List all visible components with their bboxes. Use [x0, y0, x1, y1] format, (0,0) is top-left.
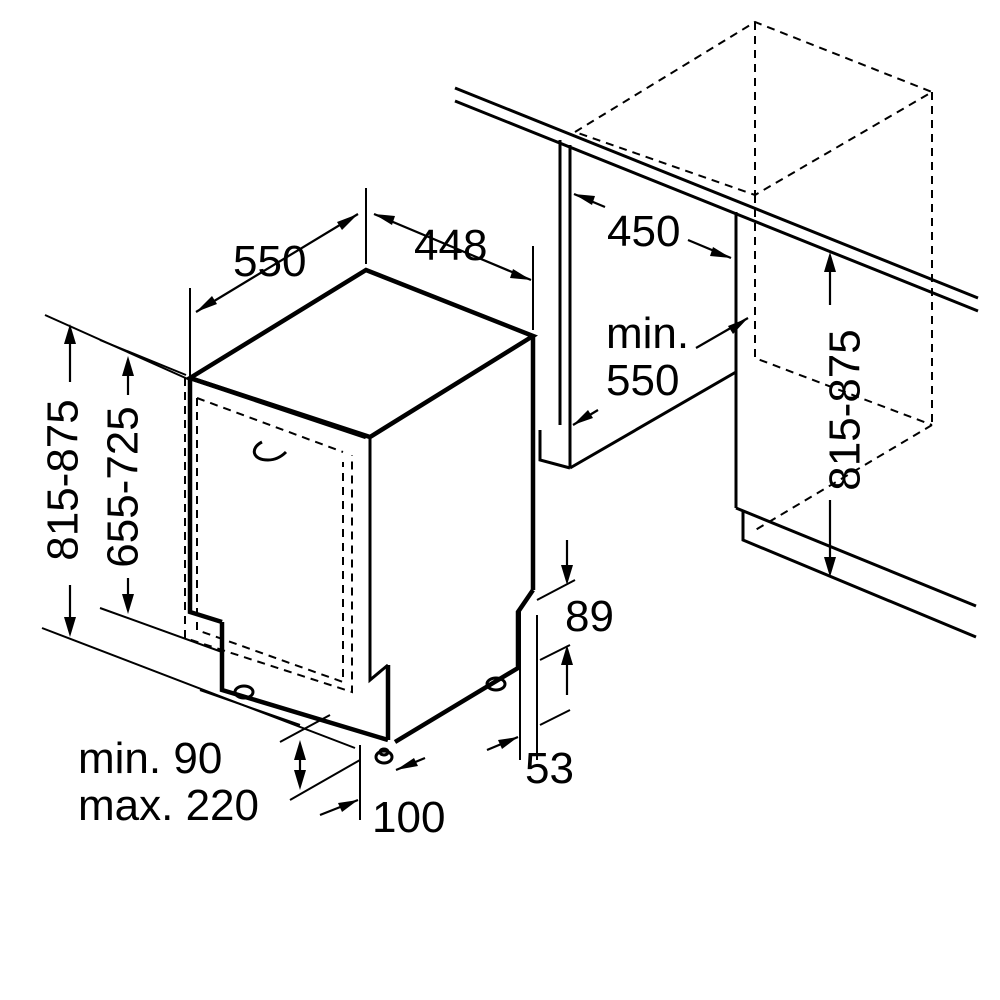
dim-foot-100	[319, 745, 426, 820]
label-plinth-offset: 53	[525, 744, 574, 793]
niche-left-panel	[538, 140, 737, 470]
dim-plinth-89	[536, 540, 576, 695]
worktop	[454, 86, 979, 313]
label-niche-depth-min: min.	[606, 309, 689, 358]
dim-niche-width-450	[573, 192, 732, 260]
dim-niche-height-815-875	[824, 252, 836, 577]
dishwasher-feet	[233, 676, 507, 765]
label-appliance-height: 815-875	[39, 399, 88, 560]
niche-right-panel	[734, 212, 977, 639]
dim-height-815-875	[64, 324, 76, 637]
dishwasher-door-outline	[184, 378, 353, 694]
label-niche-depth-value: 550	[606, 356, 679, 405]
dim-plinth-gap	[279, 714, 361, 801]
dim-niche-depth-550	[572, 317, 749, 426]
label-niche-width: 450	[607, 207, 680, 256]
label-door-height: 655-725	[99, 406, 148, 567]
label-depth: 550	[233, 237, 306, 286]
label-plinth-gap-min: min. 90	[78, 734, 222, 783]
dim-door-655-725	[122, 356, 134, 614]
dim-width-448	[373, 212, 534, 330]
label-foot-offset: 100	[372, 793, 445, 842]
niche-dashed-cabinet	[574, 20, 935, 533]
floor-lines	[41, 314, 356, 749]
label-width: 448	[414, 221, 487, 270]
dim-plinth-53	[486, 610, 571, 760]
label-plinth-height: 89	[565, 592, 614, 641]
door-handle	[252, 440, 288, 462]
label-plinth-gap-max: max. 220	[78, 781, 259, 830]
label-niche-height: 815-875	[821, 329, 870, 490]
dim-depth-550	[189, 188, 367, 376]
dishwasher-body	[184, 267, 538, 744]
